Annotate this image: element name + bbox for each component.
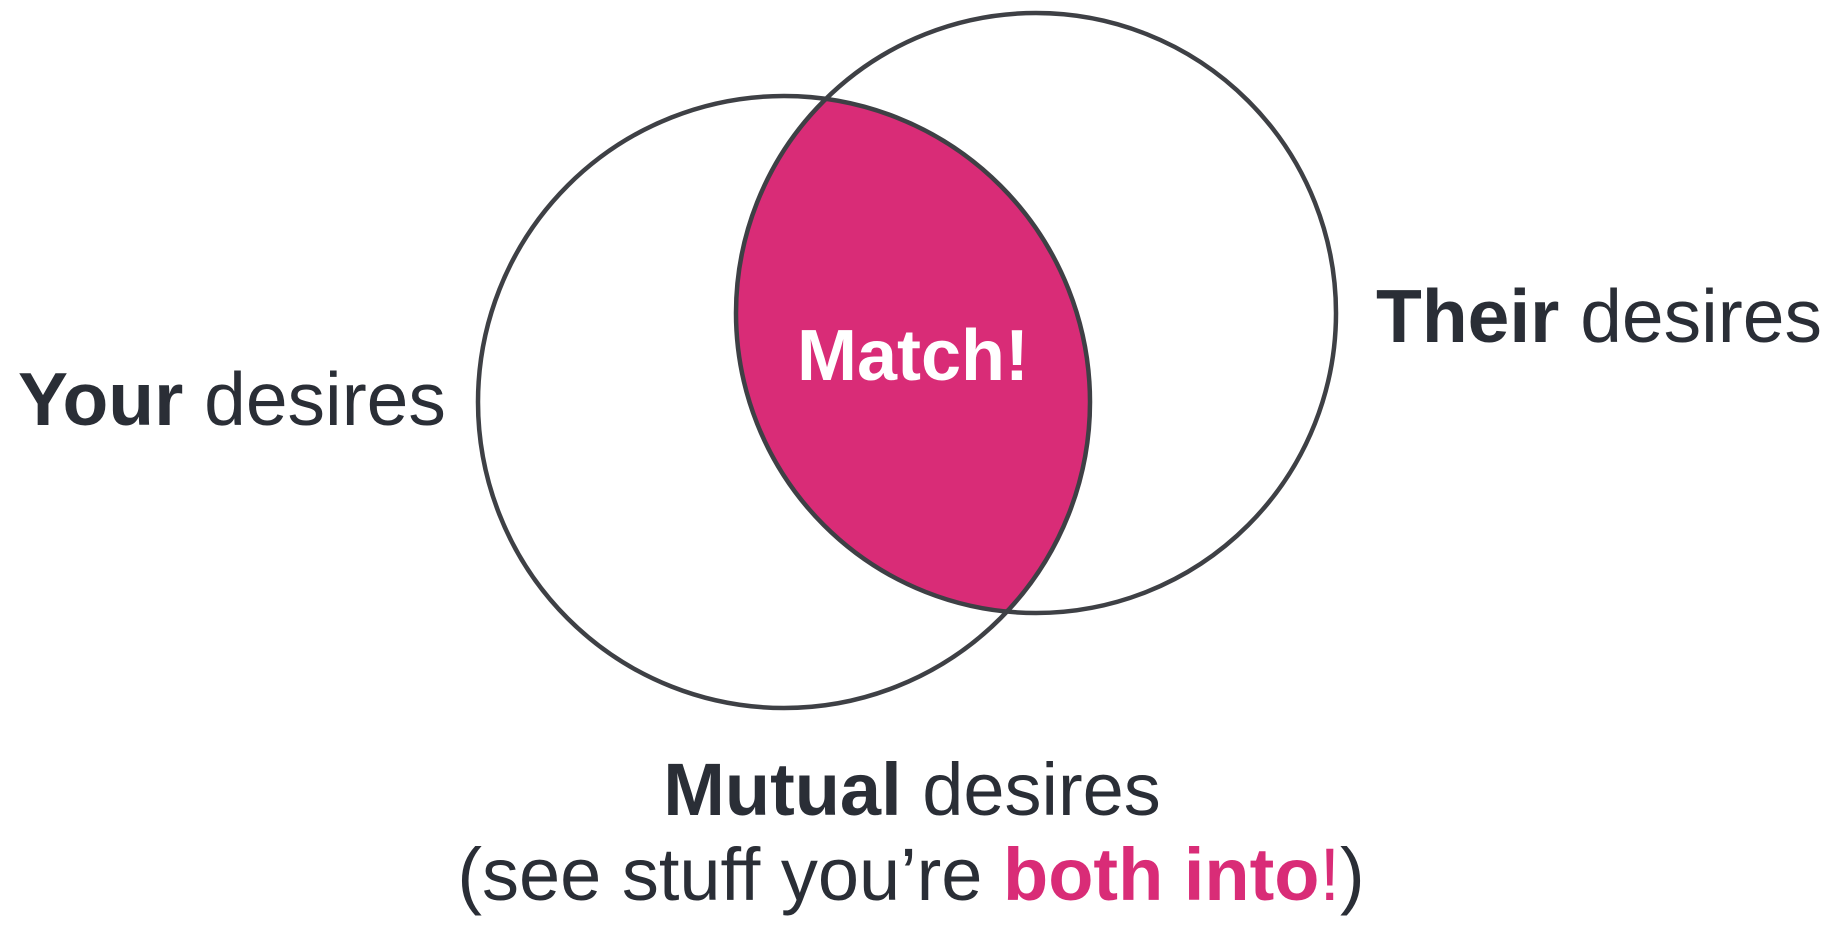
caption-title: Mutual desires [663, 748, 1161, 831]
left-set-label: Your desires [18, 357, 446, 441]
caption-subtitle-highlight: both into [1003, 833, 1319, 916]
caption-title-bold: Mutual [663, 748, 901, 831]
caption-subtitle-exclaim: ! [1319, 833, 1340, 916]
right-set-label-light: desires [1559, 274, 1822, 358]
overlap-region [736, 96, 1090, 613]
caption-title-light: desires [902, 748, 1161, 831]
right-circle [733, 10, 1339, 616]
right-set-label-bold: Their [1376, 274, 1559, 358]
left-circle [475, 93, 1093, 711]
caption-subtitle: (see stuff you’re both into!) [457, 833, 1364, 916]
right-set-label: Their desires [1376, 274, 1822, 358]
intersection-label: Match! [797, 316, 1029, 396]
left-set-label-bold: Your [18, 357, 183, 441]
caption-subtitle-prefix: (see stuff you’re [457, 833, 1003, 916]
left-set-label-light: desires [183, 357, 446, 441]
caption-subtitle-suffix: ) [1340, 833, 1365, 916]
